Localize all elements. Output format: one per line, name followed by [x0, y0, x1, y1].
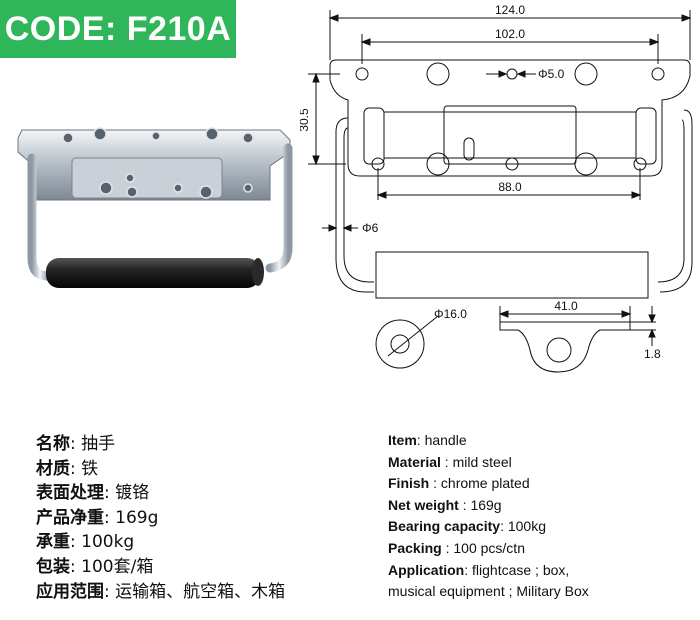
dim-small-hole: Φ5.0 [538, 67, 565, 81]
dim-thickness: 1.8 [644, 347, 661, 361]
spec-row: Net weight : 169g [388, 496, 502, 513]
specs-chinese: 名称: 抽手 材质: 铁 表面处理: 镀铬 产品净重: 169g 承重: 100… [36, 432, 285, 604]
dim-side-length: 41.0 [554, 299, 578, 313]
spec-row: Finish : chrome plated [388, 475, 530, 492]
spec-row: musical equipment ; Military Box [388, 583, 589, 600]
spec-row: 产品净重: 169g [36, 507, 159, 528]
spec-row: 材质: 铁 [36, 458, 99, 479]
spec-row: Packing : 100 pcs/ctn [388, 539, 525, 556]
dim-rod-diameter: Φ6 [362, 221, 379, 235]
dim-overall-width: 124.0 [495, 3, 525, 17]
dim-height: 30.5 [300, 108, 311, 132]
spec-row: 应用范围: 运输箱、航空箱、木箱 [36, 581, 286, 602]
spec-row: 承重: 100kg [36, 532, 135, 553]
dim-grip-diameter: Φ16.0 [434, 307, 467, 321]
spec-row: 包装: 100套/箱 [36, 556, 154, 577]
dim-hole-spacing: 102.0 [495, 27, 525, 41]
spec-row: Item: handle [388, 432, 467, 448]
product-photo [17, 127, 293, 288]
spec-row: Bearing capacity: 100kg [388, 518, 546, 535]
spec-row: 表面处理: 镀铬 [36, 483, 150, 504]
spec-row: Material : mild steel [388, 453, 512, 470]
spec-row: Application: flightcase ; box, [388, 561, 570, 578]
product-code-badge: CODE: F210A [0, 0, 236, 58]
dim-mid-spacing: 88.0 [498, 180, 522, 194]
technical-drawing: 124.0 102.0 Φ5.0 30.5 88.0 Φ6 Φ16.0 41.0… [300, 3, 693, 373]
spec-row: 名称: 抽手 [36, 434, 116, 454]
specs-english: Item: handle Material : mild steel Finis… [388, 430, 589, 603]
